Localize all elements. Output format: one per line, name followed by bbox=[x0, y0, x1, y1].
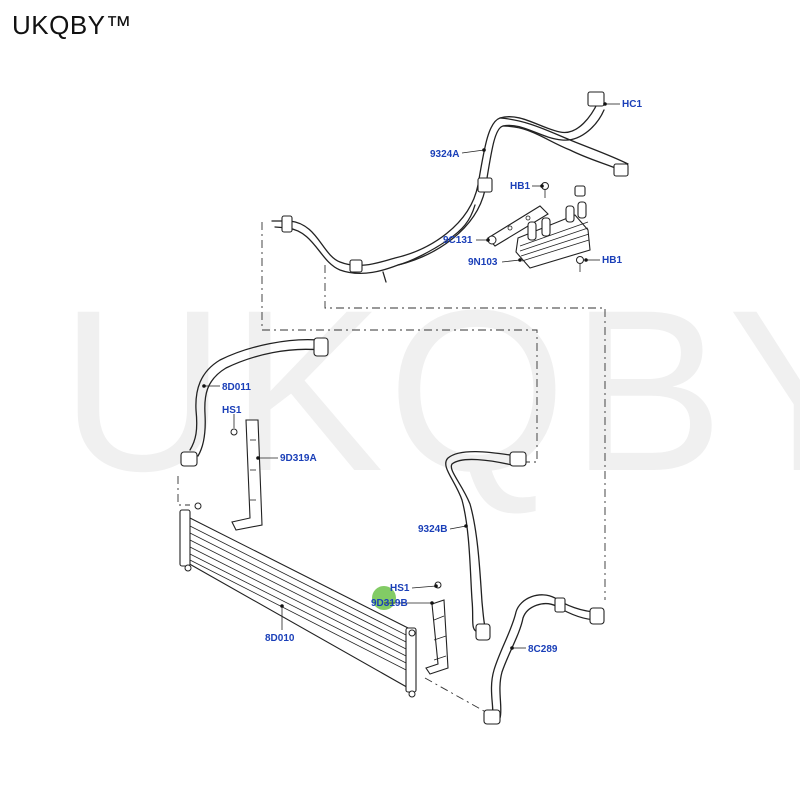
callout-9324B: 9324B bbox=[418, 524, 447, 535]
hose-9324B bbox=[445, 450, 527, 641]
callout-leaders bbox=[202, 102, 620, 650]
hose-8C289 bbox=[483, 594, 605, 725]
callout-HB1-top: HB1 bbox=[510, 181, 530, 192]
callout-HS1-left: HS1 bbox=[222, 405, 242, 416]
callout-HC1: HC1 bbox=[622, 99, 642, 110]
callout-9N103: 9N103 bbox=[468, 257, 498, 268]
bracket-9D319B bbox=[425, 581, 449, 675]
callout-8D011: 8D011 bbox=[222, 382, 251, 393]
callout-HB1-right: HB1 bbox=[602, 255, 622, 266]
callout-9D319A: 9D319A bbox=[280, 453, 317, 464]
bolt-HB1-right bbox=[576, 256, 584, 272]
oil-cooler-9N103 bbox=[515, 201, 591, 269]
upper-hose-assembly-9324A bbox=[271, 91, 629, 283]
callout-8D010: 8D010 bbox=[265, 633, 295, 644]
callout-9324A: 9324A bbox=[430, 149, 459, 160]
callout-9C131: 9C131 bbox=[443, 235, 473, 246]
callout-9D319B: 9D319B bbox=[371, 598, 408, 609]
radiator-8D010 bbox=[179, 502, 417, 698]
callout-HS1-right: HS1 bbox=[390, 583, 410, 594]
dash-dot-connection-lines bbox=[177, 222, 606, 721]
hose-8D011 bbox=[180, 337, 329, 467]
watermark-text: UKQBY™ bbox=[60, 262, 800, 519]
callout-8C289: 8C289 bbox=[528, 644, 558, 655]
brand-logo-text: UKQBY™ bbox=[12, 10, 133, 40]
bracket-9D319A bbox=[230, 419, 263, 531]
highlight-marker[interactable] bbox=[372, 586, 396, 610]
